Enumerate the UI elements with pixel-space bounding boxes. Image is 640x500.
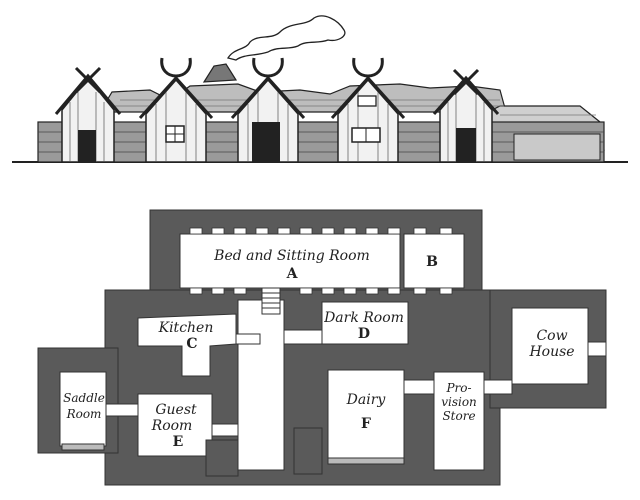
kitchen-letter: C [186, 336, 197, 352]
chimney-smoke [226, 15, 346, 61]
gable-2 [138, 57, 214, 163]
passage-opening [211, 423, 239, 437]
gable-1 [54, 66, 122, 163]
door [78, 130, 96, 162]
cow-house-label-2: House [528, 344, 574, 360]
room-a-label: Bed and Sitting Room [213, 248, 370, 264]
saddle-sill [61, 443, 105, 451]
kitchen-label: Kitchen [158, 320, 214, 336]
guest-room-letter: E [173, 434, 184, 450]
room-b-floor [403, 233, 465, 289]
provision-store-label-1: Pro- [445, 381, 471, 395]
dairy-letter: F [361, 416, 371, 432]
chimney [202, 63, 238, 83]
house-elevation [12, 15, 628, 163]
ladder [261, 287, 281, 315]
passage-opening [235, 333, 261, 345]
room-a-letter: A [286, 266, 299, 282]
central-passage [237, 299, 285, 471]
gable-3 [230, 57, 306, 163]
cow-house-label-1: Cow [536, 328, 567, 344]
dark-room-label: Dark Room [323, 310, 404, 326]
bunk-marks [189, 227, 453, 295]
stone-courses [38, 131, 604, 153]
door [456, 128, 476, 162]
provision-store-floor [433, 371, 485, 471]
dairy-label: Dairy [346, 392, 387, 408]
cow-house-floor [511, 307, 589, 385]
room-a-floor [179, 233, 401, 289]
guest-room-label-2: Room [151, 418, 193, 434]
passage-opening [283, 329, 323, 345]
plan-floors [59, 233, 607, 471]
guest-room-label-1: Guest [155, 402, 197, 418]
dairy-sill [327, 457, 405, 465]
gable-4 [330, 57, 406, 163]
provision-store-label-3: Store [442, 409, 475, 423]
passage-pier [205, 439, 239, 477]
window [357, 95, 377, 107]
passage-pier [293, 427, 323, 475]
passage-opening [403, 379, 435, 395]
room-d-floor [321, 301, 409, 345]
passage-opening [587, 341, 607, 357]
room-c-floor [137, 313, 237, 377]
dark-room-letter: D [358, 326, 370, 342]
passage-opening [483, 379, 513, 395]
saddle-room-label-1: Saddle [63, 391, 105, 405]
saddle-room-label-2: Room [66, 407, 102, 421]
passage-opening [105, 403, 139, 417]
outbuilding-wall [513, 133, 601, 161]
saddle-room-floor [59, 371, 107, 447]
door [252, 122, 280, 162]
room-b-letter: B [426, 254, 438, 270]
floor-plan: Bed and Sitting Room A B Kitchen C Dark … [37, 209, 607, 486]
provision-store-label-2: vision [441, 395, 477, 409]
gable-5 [432, 68, 500, 163]
room-f-floor [327, 369, 405, 465]
